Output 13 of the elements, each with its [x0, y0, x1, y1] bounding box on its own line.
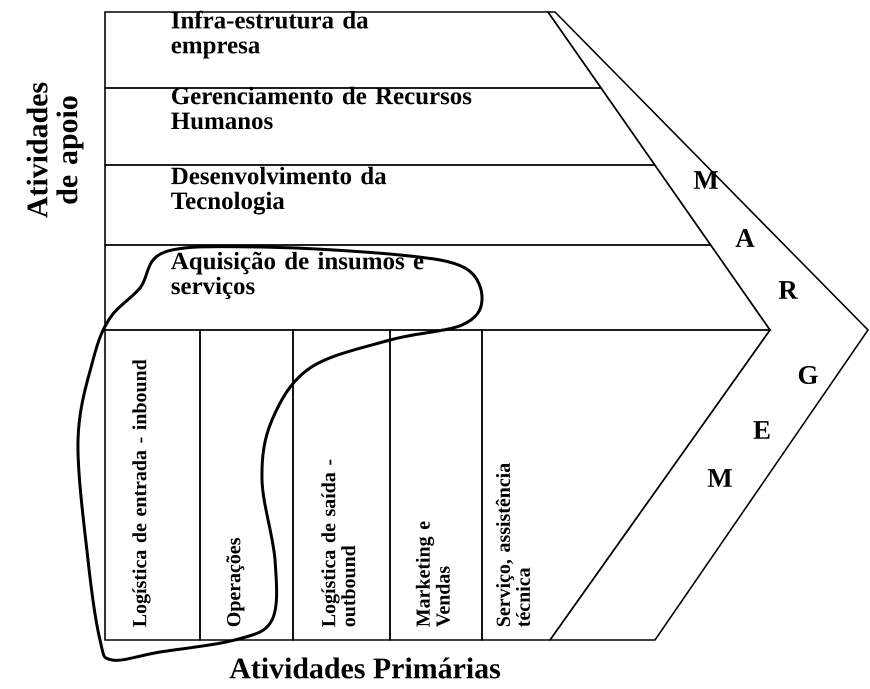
primary-activity-column: Logística de entrada - inbound [104, 329, 201, 641]
margin-letter: A [736, 229, 755, 247]
axis-title: Atividades de apoio [26, 82, 84, 218]
primary-activity-column: Operações [199, 329, 294, 641]
margin-letter: E [753, 421, 770, 439]
margin-letter: M [708, 469, 732, 487]
margin-letter: R [778, 281, 798, 299]
primary-activity-column: Marketing e Vendas [389, 329, 483, 641]
margin-letter: M [694, 171, 718, 189]
axis-title: Atividades Primárias [230, 657, 500, 679]
primary-activity-column: Logística de saída - outbound [292, 329, 391, 641]
support-activity-row: Gerenciamento de Recursos Humanos [104, 86, 656, 166]
margin-letter: G [798, 366, 818, 384]
